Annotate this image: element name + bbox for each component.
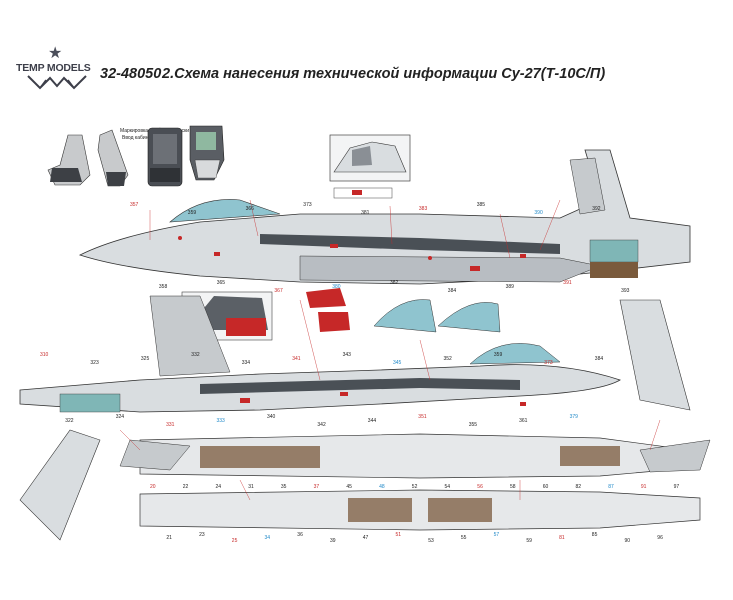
- callout-number: 54: [445, 484, 451, 490]
- callout-number: 373: [544, 360, 553, 366]
- callout-number: 310: [40, 352, 49, 358]
- callout-number: 23: [199, 532, 205, 538]
- callout-number: 87: [608, 484, 614, 490]
- inset-caption-sub: Ввод кабины К-36ДМ: [122, 135, 171, 141]
- page-title: 2.Схема нанесения технической информации…: [162, 66, 606, 82]
- callout-number: 57: [494, 532, 500, 538]
- callout-number: 373: [303, 202, 312, 208]
- callouts-mid-view: 310 322 323 324 325 331 332 333 334 340 341 342 343 3…: [40, 352, 603, 428]
- callout-number: 355: [469, 422, 478, 428]
- canopy-frame-inset: [329, 134, 411, 199]
- callout-number: 48: [379, 484, 385, 490]
- ejection-seat-insets: Маркировка приборной доски Ввод кабины К…: [47, 125, 225, 187]
- callout-number: 52: [412, 484, 418, 490]
- callout-number: 324: [116, 414, 125, 420]
- callouts-bottom-view: 20 21 22 23 24 25 31 34 35 36 37 39 45 47 48 51 52 53 54 55…: [150, 484, 679, 544]
- callout-number: 53: [428, 538, 434, 544]
- callout-number: 361: [519, 418, 528, 424]
- callout-number: 58: [510, 484, 516, 490]
- star-icon: ★: [48, 45, 63, 62]
- callout-number: 380: [332, 284, 341, 290]
- callout-number: 392: [592, 206, 601, 212]
- callout-number: 21: [166, 535, 172, 541]
- callout-number: 357: [130, 202, 139, 208]
- brand-logo: ★ TEMP MODELS: [16, 46, 96, 92]
- callout-number: 343: [343, 352, 352, 358]
- callout-number: 359: [188, 210, 197, 216]
- callout-number: 352: [444, 356, 453, 362]
- callout-number: 384: [595, 356, 604, 362]
- header: ★ TEMP MODELS 32-48050 2.Схема нанесения…: [0, 0, 733, 110]
- callout-number: 389: [506, 284, 515, 290]
- aircraft-top-profile: [78, 149, 691, 285]
- callout-number: 332: [191, 352, 200, 358]
- callout-number: 382: [390, 280, 399, 286]
- callout-number: 393: [621, 288, 630, 294]
- callout-number: 91: [641, 484, 647, 490]
- callout-number: 59: [526, 538, 532, 544]
- callout-number: 379: [570, 414, 579, 420]
- callout-number: 334: [242, 360, 251, 366]
- callout-number: 391: [563, 280, 572, 286]
- callout-number: 39: [330, 538, 336, 544]
- product-code: 32-48050: [100, 66, 162, 82]
- callout-number: 383: [419, 206, 428, 212]
- callout-number: 367: [274, 288, 283, 294]
- callout-number: 47: [363, 535, 369, 541]
- callout-number: 341: [292, 356, 301, 362]
- callout-number: 366: [246, 206, 255, 212]
- callout-number: 331: [166, 422, 175, 428]
- callout-number: 351: [418, 414, 427, 420]
- callout-number: 333: [217, 418, 226, 424]
- callout-number: 340: [267, 414, 276, 420]
- callout-number: 322: [65, 418, 74, 424]
- aircraft-mid-profile: [19, 295, 691, 413]
- aircraft-underside-views: [19, 429, 711, 541]
- callout-number: 82: [576, 484, 582, 490]
- callouts-top-view: 357 358 359 365 366 367 373 380 381 382 383 384 385 3…: [130, 202, 630, 294]
- leader-lines: [119, 199, 661, 501]
- callout-number: 345: [393, 360, 402, 366]
- callout-number: 24: [216, 484, 222, 490]
- callout-number: 359: [494, 352, 503, 358]
- canopy-parts-insets: [181, 288, 501, 341]
- callout-number: 35: [281, 484, 287, 490]
- brand-name: TEMP MODELS: [16, 62, 91, 74]
- callout-number: 51: [396, 532, 402, 538]
- callout-number: 358: [159, 284, 168, 290]
- callout-number: 365: [217, 280, 226, 286]
- callout-number: 36: [297, 532, 303, 538]
- callout-number: 384: [448, 288, 457, 294]
- callout-number: 85: [592, 532, 598, 538]
- callout-number: 381: [361, 210, 370, 216]
- callout-number: 323: [90, 360, 99, 366]
- callout-number: 81: [559, 535, 565, 541]
- callout-number: 325: [141, 356, 150, 362]
- callout-number: 45: [346, 484, 352, 490]
- callout-number: 34: [265, 535, 271, 541]
- callout-number: 22: [183, 484, 189, 490]
- callout-number: 20: [150, 484, 156, 490]
- callout-number: 342: [317, 422, 326, 428]
- callout-number: 55: [461, 535, 467, 541]
- callout-number: 56: [477, 484, 483, 490]
- callout-number: 390: [534, 210, 543, 216]
- callout-number: 90: [625, 538, 631, 544]
- callout-number: 25: [232, 538, 238, 544]
- callout-number: 31: [248, 484, 254, 490]
- callout-number: 97: [674, 484, 680, 490]
- callout-number: 96: [657, 535, 663, 541]
- callout-number: 344: [368, 418, 377, 424]
- callout-number: 385: [477, 202, 486, 208]
- callout-number: 60: [543, 484, 549, 490]
- callout-number: 37: [314, 484, 320, 490]
- logo-wings-mark: [27, 75, 87, 90]
